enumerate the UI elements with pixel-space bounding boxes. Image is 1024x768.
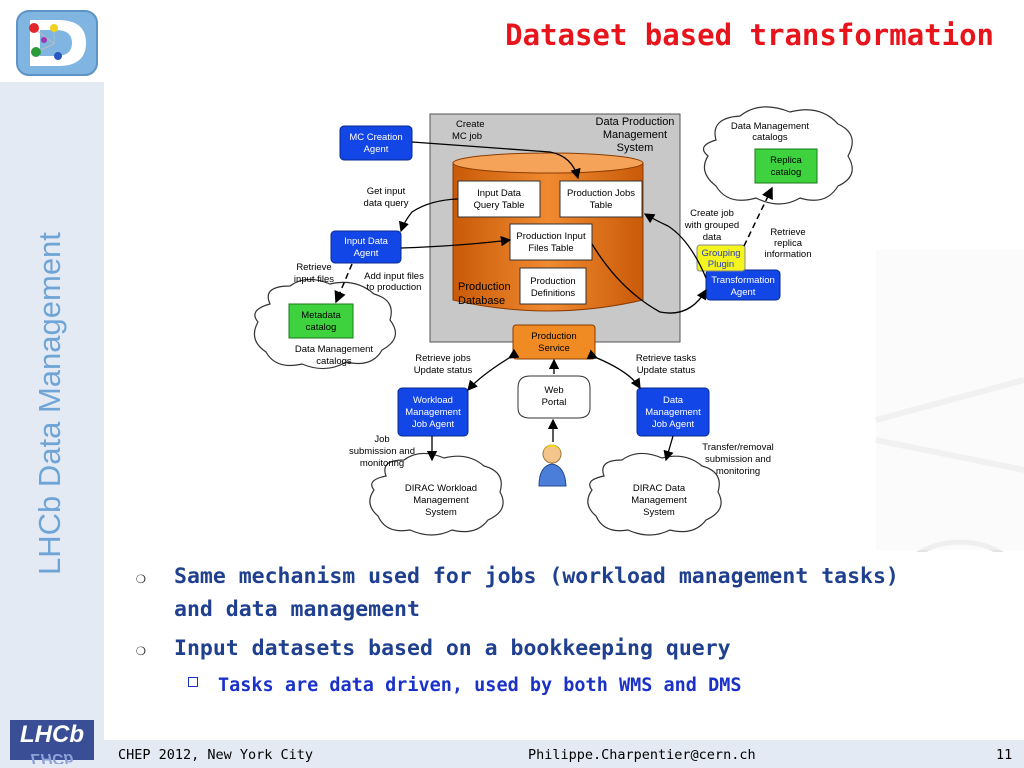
mc-creation-agent xyxy=(339,125,413,161)
svg-text:LHCb: LHCb xyxy=(31,750,74,764)
grouping-plugin xyxy=(696,244,746,272)
bullet-text: Same mechanism used for jobs (workload m… xyxy=(174,564,899,622)
left-band xyxy=(0,82,104,740)
logo-text: LHCb xyxy=(20,721,84,748)
dirac-data-cloud xyxy=(587,452,722,536)
lhcb-logo: LHCb LHCb xyxy=(10,720,94,764)
production-definitions-table xyxy=(519,267,587,305)
sub-bullet-marker-icon xyxy=(188,677,198,687)
production-jobs-table xyxy=(559,180,643,218)
title-band xyxy=(0,0,1024,82)
metadata-catalog xyxy=(288,303,354,339)
bullet-marker-icon: ❍ xyxy=(136,640,146,659)
workload-job-agent xyxy=(397,387,469,437)
sub-bullet-text: Tasks are data driven, used by both WMS … xyxy=(218,675,742,696)
background-decoration xyxy=(875,250,1024,552)
bullet-marker-icon: ❍ xyxy=(136,568,146,587)
production-input-files-table xyxy=(509,223,593,261)
input-data-agent xyxy=(330,230,402,264)
slide-title: Dataset based transformation xyxy=(505,18,994,52)
footer-author: Philippe.Charpentier@cern.ch xyxy=(528,747,756,763)
replica-catalog xyxy=(754,148,818,184)
bullet-text: Input datasets based on a bookkeeping qu… xyxy=(174,636,731,661)
footer-event: CHEP 2012, New York City xyxy=(118,747,314,763)
sub-bullet-item: Tasks are data driven, used by both WMS … xyxy=(132,671,932,701)
bullet-item: ❍ Same mechanism used for jobs (workload… xyxy=(132,560,932,626)
bullet-list: ❍ Same mechanism used for jobs (workload… xyxy=(132,560,932,701)
footer-band xyxy=(0,740,1024,768)
user-icon xyxy=(538,444,567,487)
bullet-item: ❍ Input datasets based on a bookkeeping … xyxy=(132,632,932,665)
side-title: LHCb Data Management xyxy=(32,232,67,575)
input-data-query-table xyxy=(457,180,541,218)
page-number: 11 xyxy=(996,747,1013,763)
dirac-logo xyxy=(16,10,98,76)
system-label: Data Production xyxy=(596,116,675,128)
web-portal xyxy=(517,375,591,419)
database-label: Production xyxy=(458,281,511,293)
